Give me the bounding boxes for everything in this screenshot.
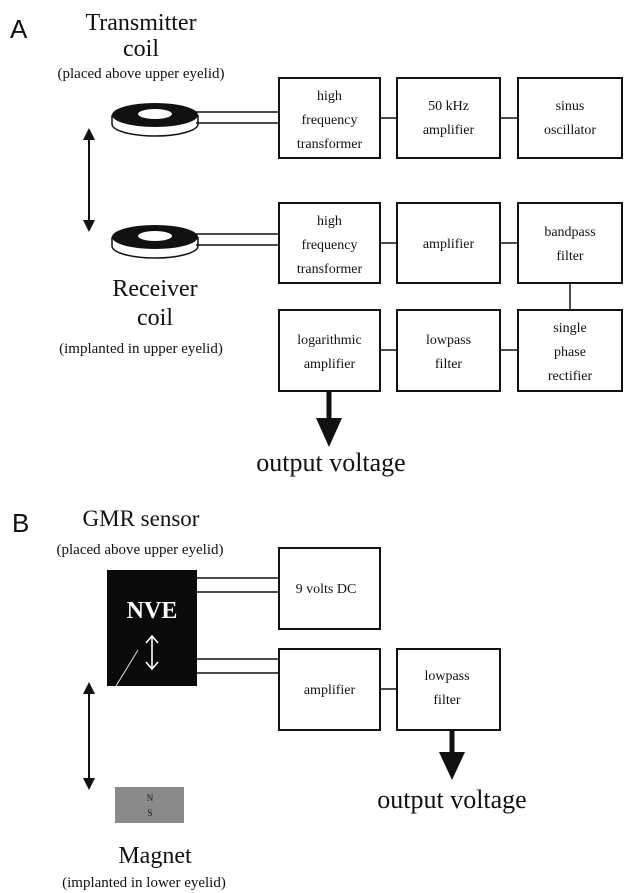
output-arrow-b [439,730,465,780]
gmr-sensor-title: GMR sensor [83,506,200,531]
receiver-title-2: coil [137,305,173,331]
output-voltage-b: output voltage [377,785,526,814]
svg-text:filter: filter [433,693,461,708]
svg-text:phase: phase [554,345,586,360]
svg-text:frequency: frequency [302,238,358,253]
single-phase-rectifier-box: single phase rectifier [517,309,623,392]
lowpass-filter-box: lowpass filter [396,309,501,392]
svg-text:amplifier: amplifier [423,123,475,138]
svg-text:filter: filter [556,249,584,264]
transmitter-coil-icon [111,103,199,137]
transmitter-subtitle: (placed above upper eyelid) [58,66,225,82]
panel-a-letter: A [10,14,28,44]
receiver-coil-icon [111,225,199,259]
svg-text:amplifier: amplifier [304,683,356,698]
transmitter-title-2: coil [123,36,159,62]
dc-supply-box: 9 volts DC [278,547,381,630]
svg-text:single: single [553,321,586,336]
rx-transformer-box: high frequency transformer [278,202,381,284]
panel-b-letter: B [12,508,29,538]
svg-text:transformer: transformer [297,137,363,152]
receiver-subtitle: (implanted in upper eyelid) [59,341,223,357]
magnet-title: Magnet [118,843,192,869]
svg-text:high: high [317,89,342,104]
svg-text:amplifier: amplifier [423,237,475,252]
svg-text:transformer: transformer [297,262,363,277]
svg-text:rectifier: rectifier [548,369,593,384]
svg-text:50 kHz: 50 kHz [428,99,469,114]
rx-amplifier-box: amplifier [396,202,501,284]
gmr-sensor-subtitle: (placed above upper eyelid) [57,542,224,558]
magnet-south-label: S [147,808,152,818]
svg-text:sinus: sinus [556,99,585,114]
receiver-title: Receiver [112,276,197,302]
svg-text:high: high [317,214,342,229]
svg-text:oscillator: oscillator [544,123,596,138]
output-voltage-a: output voltage [256,448,405,477]
sinus-oscillator-box: sinus oscillator [517,77,623,159]
svg-text:lowpass: lowpass [426,333,471,348]
magnet-subtitle: (implanted in lower eyelid) [62,875,226,891]
gmr-chip: NVE [107,570,197,687]
tx-amplifier-box: 50 kHz amplifier [396,77,501,159]
gmr-amplifier-box: amplifier [278,648,381,731]
svg-text:filter: filter [435,357,463,372]
svg-text:bandpass: bandpass [544,225,595,240]
svg-text:amplifier: amplifier [304,357,356,372]
svg-text:frequency: frequency [302,113,358,128]
svg-text:lowpass: lowpass [424,669,469,684]
transmitter-title: Transmitter [85,10,196,36]
tx-transformer-box: high frequency transformer [278,77,381,159]
output-arrow-a [316,391,342,447]
bandpass-filter-box: bandpass filter [517,202,623,284]
chip-label: NVE [127,598,178,624]
magnet-north-label: N [147,793,154,803]
gmr-lowpass-filter-box: lowpass filter [396,648,501,731]
svg-text:logarithmic: logarithmic [297,333,362,348]
svg-text:9 volts DC: 9 volts DC [296,582,357,597]
logarithmic-amplifier-box: logarithmic amplifier [278,309,381,392]
magnet: N S [115,787,184,823]
